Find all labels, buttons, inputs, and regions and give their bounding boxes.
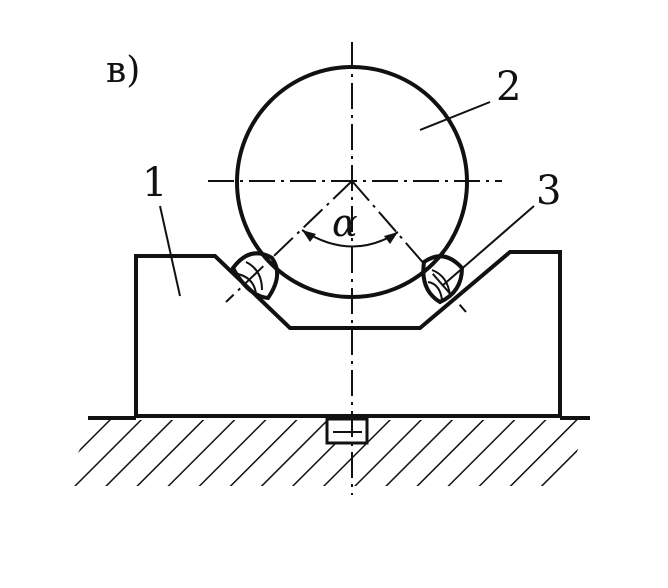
angle-arc xyxy=(301,229,399,248)
leader-lines xyxy=(159,101,535,297)
angle-label: α xyxy=(332,201,358,245)
callout-1: 1 xyxy=(142,160,167,206)
weld-left xyxy=(230,251,280,301)
v-block-body xyxy=(134,250,562,418)
callout-2: 2 xyxy=(496,64,521,110)
panel-label: в) xyxy=(106,50,140,91)
center-lines xyxy=(208,42,502,495)
ground-base xyxy=(62,416,590,486)
callout-3: 3 xyxy=(536,168,561,214)
